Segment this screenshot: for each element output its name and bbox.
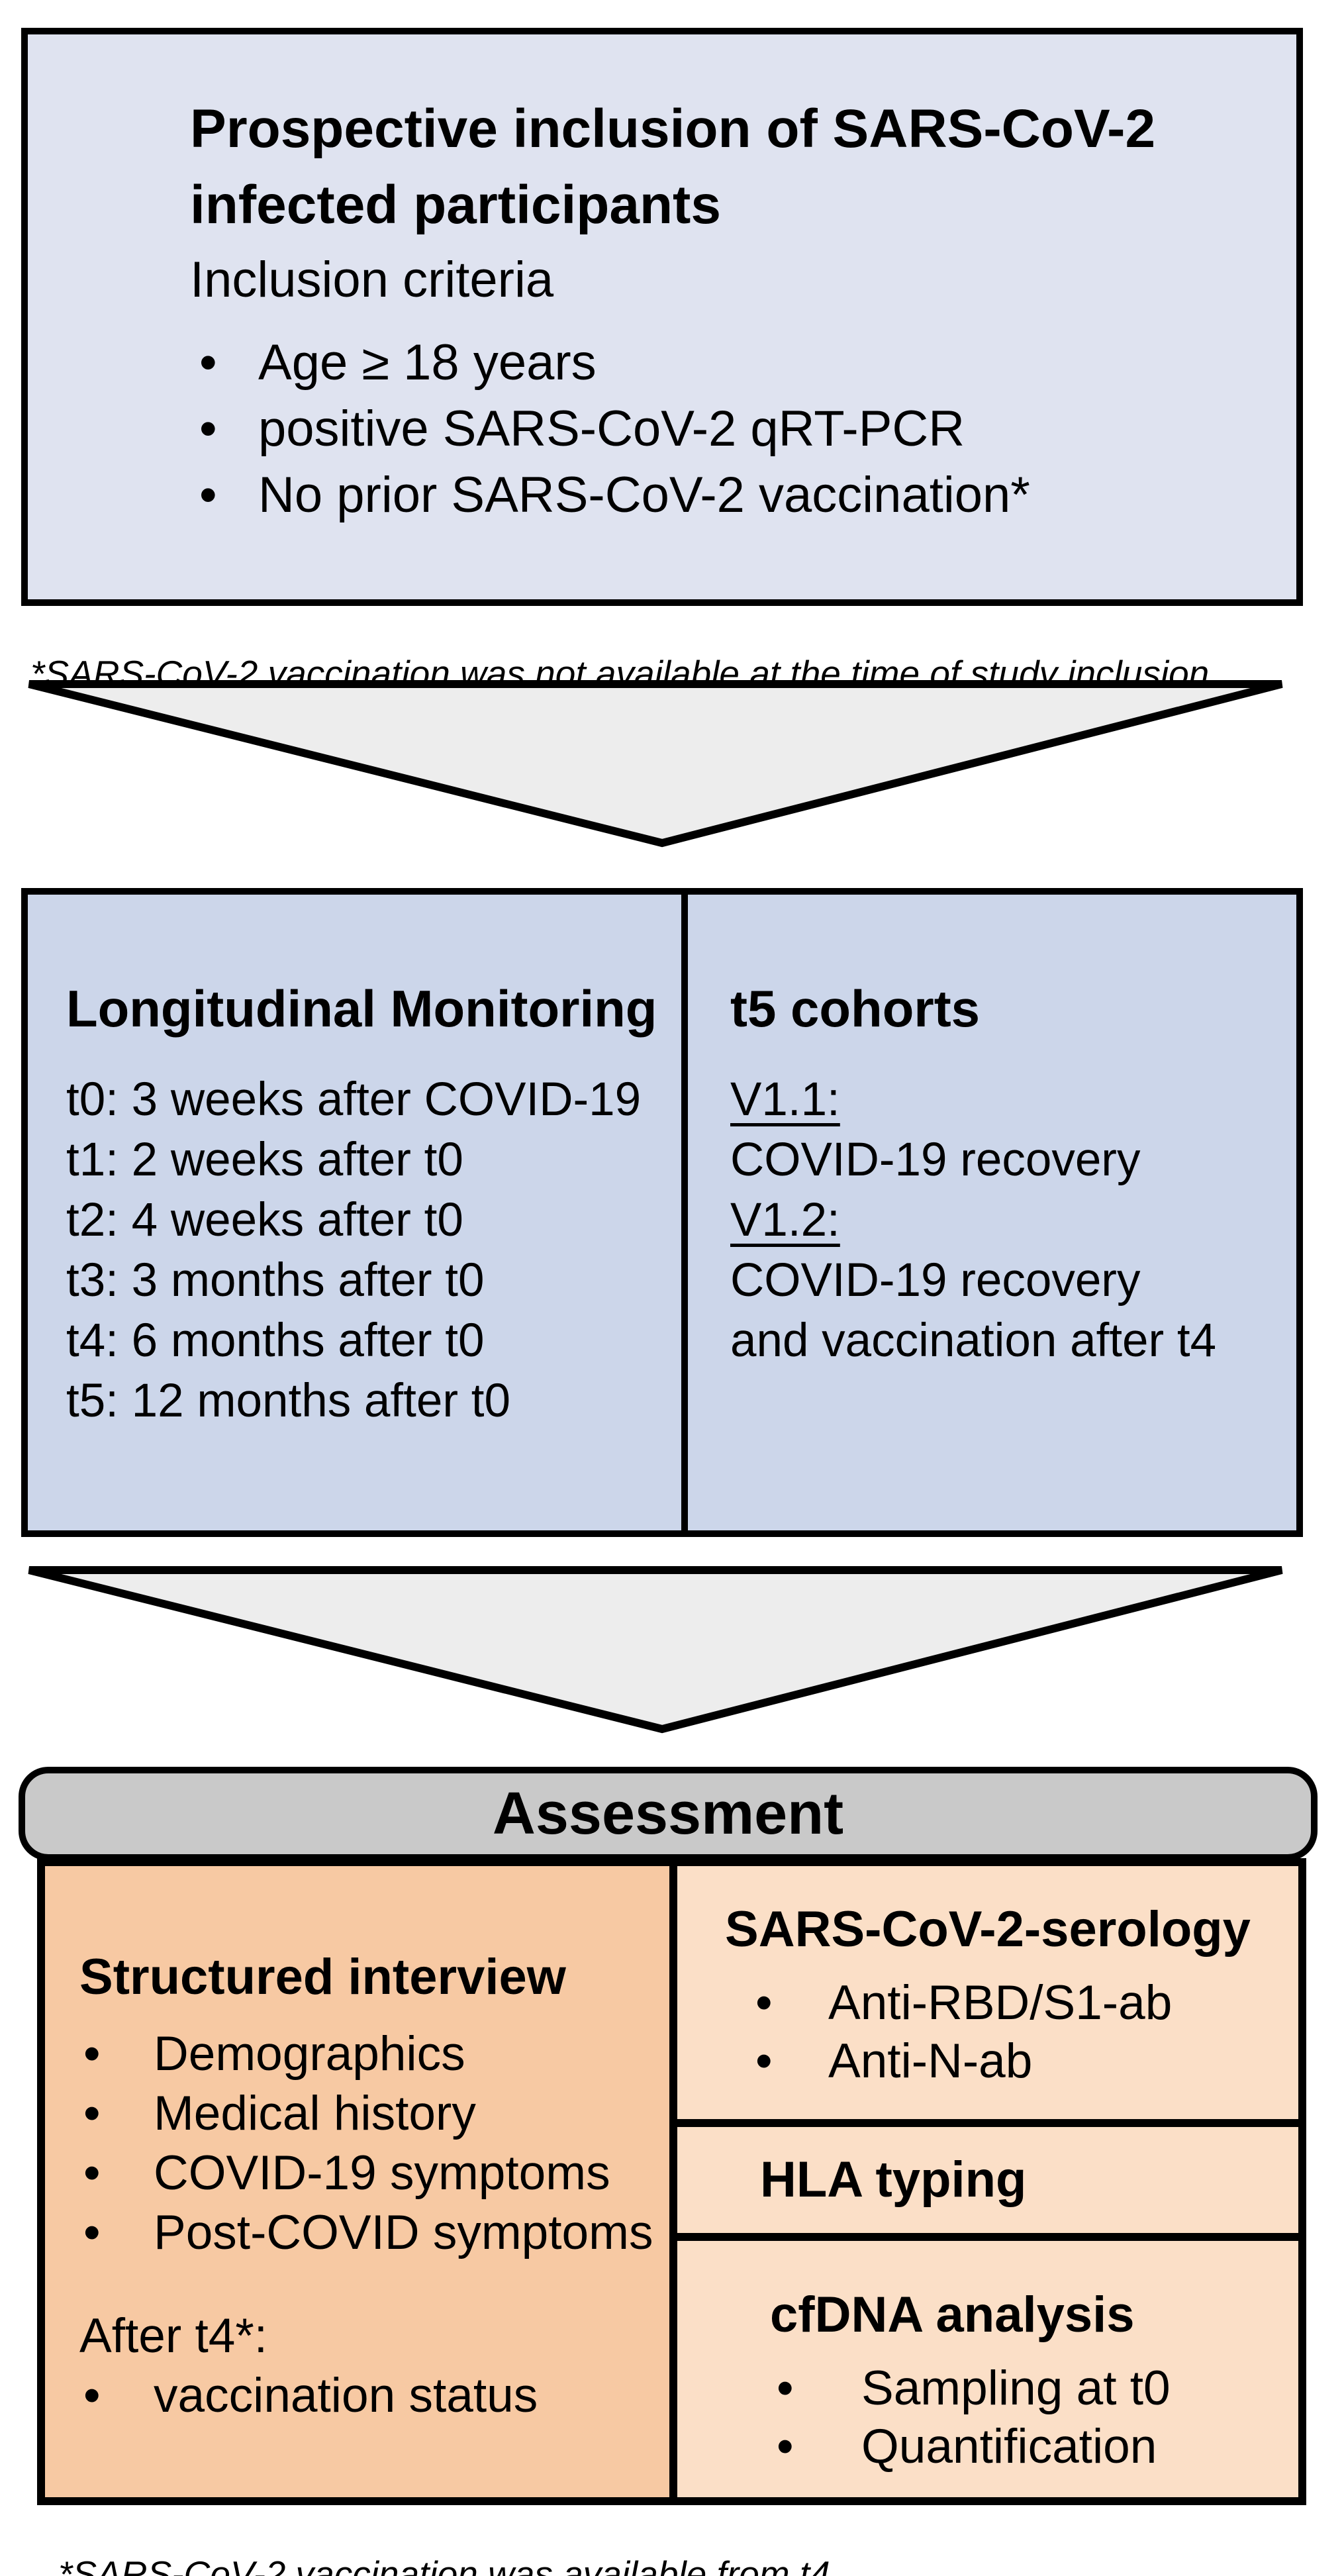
list-item: • Sampling at t0 <box>677 2359 1298 2418</box>
inclusion-title-line-2: infected participants <box>190 174 721 235</box>
serology-list: • Anti-RBD/S1-ab • Anti-N-ab <box>677 1974 1298 2091</box>
down-triangle-icon <box>28 680 1283 848</box>
list-item: • COVID-19 symptoms <box>79 2144 657 2203</box>
merge-arrow-bottom <box>28 1566 1283 1734</box>
timepoint-t2: t2: 4 weeks after t0 <box>66 1193 463 1246</box>
inclusion-criteria-list: • Age ≥ 18 years • positive SARS-CoV-2 q… <box>190 330 1276 528</box>
inclusion-title-line-1: Prospective inclusion of SARS-CoV-2 <box>190 99 1156 159</box>
monitoring-section: Longitudinal Monitoring t0: 3 weeks afte… <box>21 888 1303 1537</box>
down-triangle-icon <box>28 1566 1283 1734</box>
serology-anti-n: Anti-N-ab <box>828 2034 1033 2089</box>
inclusion-box: Prospective inclusion of SARS-CoV-2 infe… <box>21 28 1303 606</box>
list-item: • Medical history <box>79 2084 657 2144</box>
inclusion-content: Prospective inclusion of SARS-CoV-2 infe… <box>190 91 1276 528</box>
interview-list: • Demographics • Medical history • COVID… <box>79 2024 657 2263</box>
bullet-icon: • <box>777 2361 794 2416</box>
interview-covid-symptoms: COVID-19 symptoms <box>154 2146 610 2201</box>
timepoint-t3: t3: 3 months after t0 <box>66 1254 485 1307</box>
bullet-icon: • <box>199 334 217 391</box>
assessment-section: Structured interview • Demographics • Me… <box>37 1858 1306 2505</box>
interview-post-covid-symptoms: Post-COVID symptoms <box>154 2206 653 2260</box>
footnote-vaccination: *SARS-CoV-2 vaccination was available fr… <box>58 2553 830 2576</box>
t5-cohorts-box: t5 cohorts V1.1: COVID-19 recovery V1.2:… <box>688 895 1296 1530</box>
interview-demographics: Demographics <box>154 2027 465 2081</box>
timepoint-t4: t4: 6 months after t0 <box>66 1314 485 1367</box>
list-item: • Post-COVID symptoms <box>79 2203 657 2263</box>
after-t4-label: After t4*: <box>79 2309 268 2363</box>
assessment-header: Assessment <box>19 1767 1318 1861</box>
lab-assessment-column: SARS-CoV-2-serology • Anti-RBD/S1-ab • A… <box>677 1866 1298 2497</box>
cohort-v11-desc: COVID-19 recovery <box>730 1133 1141 1186</box>
assessment-title: Assessment <box>492 1780 844 1847</box>
timepoint-t1: t1: 2 weeks after t0 <box>66 1133 463 1186</box>
serology-box: SARS-CoV-2-serology • Anti-RBD/S1-ab • A… <box>677 1866 1298 2127</box>
list-item: • Age ≥ 18 years <box>190 330 1276 396</box>
list-item: • Demographics <box>79 2024 657 2084</box>
list-item: • positive SARS-CoV-2 qRT-PCR <box>190 396 1276 462</box>
bullet-icon: • <box>83 2146 101 2201</box>
timepoint-t0: t0: 3 weeks after COVID-19 <box>66 1073 642 1126</box>
cohort-v12-desc-line-1: COVID-19 recovery <box>730 1254 1141 1307</box>
cohort-v12-label: V1.2: <box>730 1190 1280 1250</box>
list-item: • Quantification <box>677 2418 1298 2476</box>
merge-arrow-top <box>28 680 1283 848</box>
cohort-label-underlined: V1.2: <box>730 1193 840 1246</box>
serology-title: SARS-CoV-2-serology <box>725 1901 1251 1957</box>
structured-interview-box: Structured interview • Demographics • Me… <box>45 1866 677 2497</box>
cfdna-quantification: Quantification <box>861 2420 1157 2474</box>
cohort-label-underlined: V1.1: <box>730 1073 840 1126</box>
inclusion-criteria-label: Inclusion criteria <box>190 251 554 308</box>
bullet-icon: • <box>83 2027 101 2081</box>
list-item: • No prior SARS-CoV-2 vaccination* <box>190 462 1276 528</box>
cfdna-sampling: Sampling at t0 <box>861 2361 1171 2416</box>
criterion-age: Age ≥ 18 years <box>258 334 597 391</box>
cohorts-title: t5 cohorts <box>730 979 981 1038</box>
hla-typing-box: HLA typing <box>677 2127 1298 2241</box>
interview-vaccination-status: vaccination status <box>154 2369 538 2423</box>
inclusion-title: Prospective inclusion of SARS-CoV-2 infe… <box>190 91 1276 244</box>
criterion-no-vaccination: No prior SARS-CoV-2 vaccination* <box>258 466 1030 523</box>
cohort-v11-label: V1.1: <box>730 1069 1280 1130</box>
monitoring-title: Longitudinal Monitoring <box>66 979 657 1038</box>
serology-anti-rbd: Anti-RBD/S1-ab <box>828 1976 1173 2030</box>
interview-medical-history: Medical history <box>154 2087 476 2141</box>
bullet-icon: • <box>83 2369 101 2423</box>
list-item: • Anti-N-ab <box>677 2032 1298 2091</box>
longitudinal-monitoring-box: Longitudinal Monitoring t0: 3 weeks afte… <box>28 895 688 1530</box>
list-item: • vaccination status <box>79 2366 657 2426</box>
interview-title: Structured interview <box>79 1949 566 2005</box>
cfdna-box: cfDNA analysis • Sampling at t0 • Quanti… <box>677 2241 1298 2497</box>
cohort-v12-desc-line-2: and vaccination after t4 <box>730 1314 1217 1367</box>
list-item: • Anti-RBD/S1-ab <box>677 1974 1298 2032</box>
bullet-icon: • <box>777 2420 794 2474</box>
bullet-icon: • <box>199 400 217 457</box>
hla-title: HLA typing <box>760 2152 1027 2208</box>
bullet-icon: • <box>199 466 217 523</box>
cfdna-list: • Sampling at t0 • Quantification <box>677 2359 1298 2476</box>
bullet-icon: • <box>83 2087 101 2141</box>
bullet-icon: • <box>755 1976 773 2030</box>
timepoint-t5: t5: 12 months after t0 <box>66 1374 510 1427</box>
cfdna-title: cfDNA analysis <box>770 2287 1135 2343</box>
bullet-icon: • <box>83 2206 101 2260</box>
criterion-pcr: positive SARS-CoV-2 qRT-PCR <box>258 400 965 457</box>
bullet-icon: • <box>755 2034 773 2089</box>
